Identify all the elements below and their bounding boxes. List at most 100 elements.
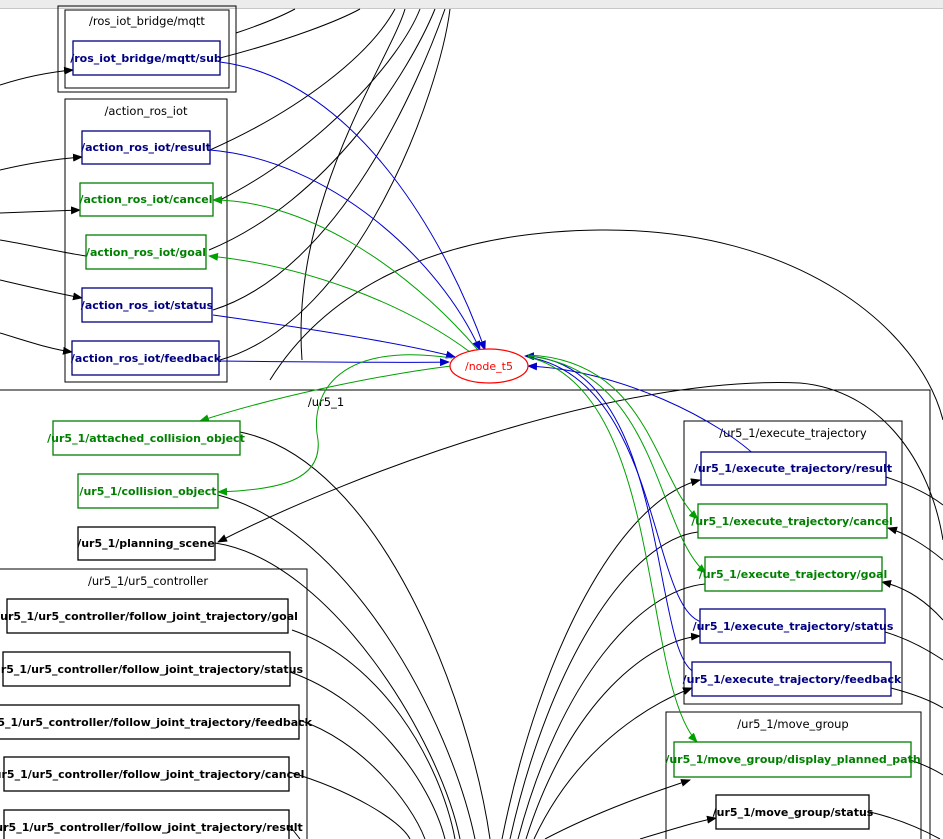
svg-text:/action_ros_iot/cancel: /action_ros_iot/cancel	[79, 193, 212, 206]
edge	[533, 687, 693, 839]
cluster-title: /action_ros_iot	[104, 104, 188, 118]
svg-text:/ur5_1/execute_trajectory/goal: /ur5_1/execute_trajectory/goal	[699, 568, 888, 581]
edge	[527, 354, 699, 520]
cluster-ur5-controller: /ur5_1/ur5_controller	[0, 568, 308, 839]
topic-controller-goal[interactable]: /ur5_1/ur5_controller/follow_joint_traje…	[0, 598, 298, 634]
cluster-move-group: /ur5_1/move_group	[665, 711, 922, 839]
svg-text:/ur5_1/attached_collision_obje: /ur5_1/attached_collision_object	[47, 432, 245, 445]
window-top-bar	[0, 0, 943, 9]
edge	[209, 149, 481, 351]
edge	[527, 356, 703, 623]
edge	[885, 476, 943, 506]
topic-execute-trajectory-cancel[interactable]: /ur5_1/execute_trajectory/cancel	[691, 503, 893, 539]
edge	[212, 8, 446, 311]
edge	[289, 671, 446, 839]
cluster-title: /ros_iot_bridge/mqtt	[89, 14, 205, 28]
topic-move-group-status[interactable]: /ur5_1/move_group/status	[713, 794, 874, 830]
topic-action-ros-iot-feedback[interactable]: /action_ros_iot/feedback	[71, 340, 222, 376]
topic-execute-trajectory-status[interactable]: /ur5_1/execute_trajectory/status	[693, 608, 894, 644]
edge	[219, 61, 486, 351]
topic-planning-scene[interactable]: /ur5_1/planning_scene	[77, 526, 216, 561]
edge	[208, 8, 436, 251]
topic-action-ros-iot-status[interactable]: /action_ros_iot/status	[81, 287, 214, 323]
edge	[0, 332, 73, 355]
edge	[517, 583, 706, 839]
cluster-action-ros-iot: /action_ros_iot	[64, 98, 228, 383]
edge	[881, 580, 943, 621]
edge	[288, 771, 411, 839]
edge	[212, 196, 479, 351]
topic-action-ros-iot-cancel[interactable]: /action_ros_iot/cancel	[79, 182, 214, 217]
edge	[887, 526, 943, 561]
edge	[544, 779, 691, 839]
edges-blue	[209, 61, 761, 673]
cluster-title: /ur5_1/move_group	[737, 717, 848, 731]
svg-text:/ur5_1/planning_scene: /ur5_1/planning_scene	[77, 537, 215, 550]
topic-controller-feedback[interactable]: /ur5_1/ur5_controller/follow_joint_traje…	[0, 704, 313, 740]
svg-text:/ur5_1/ur5_controller/follow_j: /ur5_1/ur5_controller/follow_joint_traje…	[0, 716, 313, 729]
edge	[884, 631, 943, 661]
edges-black	[0, 8, 943, 839]
svg-text:/ur5_1/ur5_controller/follow_j: /ur5_1/ur5_controller/follow_joint_traje…	[0, 768, 304, 781]
cluster-execute-trajectory: /ur5_1/execute_trajectory	[683, 420, 903, 705]
cluster-ros-iot-bridge-mqtt: /ros_iot_bridge/mqtt	[57, 5, 237, 93]
edge	[291, 629, 456, 839]
edge	[527, 355, 707, 574]
topic-controller-result[interactable]: /ur5_1/ur5_controller/follow_joint_traje…	[0, 809, 303, 839]
topic-execute-trajectory-result[interactable]: /ur5_1/execute_trajectory/result	[694, 451, 892, 486]
edge	[300, 8, 406, 361]
edge	[235, 8, 296, 34]
cluster-ur5-1: /ur5_1	[0, 389, 931, 839]
svg-text:/ur5_1/ur5_controller/follow_j: /ur5_1/ur5_controller/follow_joint_traje…	[0, 610, 298, 623]
edge	[298, 719, 426, 839]
edge	[199, 365, 452, 423]
edge	[0, 66, 74, 86]
edge	[524, 352, 695, 673]
edge	[0, 279, 83, 301]
edge	[527, 356, 698, 743]
topic-controller-status[interactable]: /ur5_1/ur5_controller/follow_joint_traje…	[0, 651, 303, 687]
topic-action-ros-iot-result[interactable]: /action_ros_iot/result	[81, 130, 211, 165]
edge	[501, 478, 701, 839]
svg-text:/ur5_1/move_group/display_plan: /ur5_1/move_group/display_planned_path	[665, 753, 920, 766]
edge	[869, 811, 941, 839]
topic-execute-trajectory-goal[interactable]: /ur5_1/execute_trajectory/goal	[699, 556, 888, 592]
cluster-title: /ur5_1/ur5_controller	[88, 574, 208, 588]
edge	[269, 229, 943, 421]
edge	[219, 358, 450, 367]
svg-text:/ur5_1/execute_trajectory/canc: /ur5_1/execute_trajectory/cancel	[691, 515, 893, 528]
topic-move-group-display-planned-path[interactable]: /ur5_1/move_group/display_planned_path	[665, 741, 921, 778]
topic-execute-trajectory-feedback[interactable]: /ur5_1/execute_trajectory/feedback	[683, 661, 902, 697]
edge	[239, 431, 491, 839]
svg-text:/action_ros_iot/status: /action_ros_iot/status	[81, 299, 214, 312]
svg-text:/ros_iot_bridge/mqtt/sub: /ros_iot_bridge/mqtt/sub	[70, 52, 222, 65]
topic-ros-iot-bridge-mqtt-sub[interactable]: /ros_iot_bridge/mqtt/sub	[70, 40, 222, 76]
cluster-title: /ur5_1/execute_trajectory	[719, 426, 867, 440]
topic-collision-object[interactable]: /ur5_1/collision_object	[77, 473, 219, 509]
svg-text:/action_ros_iot/result: /action_ros_iot/result	[81, 141, 211, 154]
svg-text:/action_ros_iot/goal: /action_ros_iot/goal	[86, 246, 206, 259]
edge	[288, 824, 301, 839]
edge	[214, 542, 461, 839]
svg-text:/ur5_1/ur5_controller/follow_j: /ur5_1/ur5_controller/follow_joint_traje…	[0, 821, 303, 834]
edge	[890, 687, 943, 709]
cluster-title: /ur5_1	[308, 395, 344, 409]
edge	[509, 531, 699, 839]
svg-text:/ur5_1/move_group/status: /ur5_1/move_group/status	[713, 806, 874, 819]
edge	[212, 314, 456, 359]
edge	[525, 632, 701, 839]
edge	[219, 8, 451, 361]
svg-text:/ur5_1/execute_trajectory/stat: /ur5_1/execute_trajectory/status	[693, 620, 894, 633]
topic-action-ros-iot-goal[interactable]: /action_ros_iot/goal	[85, 234, 207, 270]
node-t5[interactable]: /node_t5	[449, 348, 529, 384]
svg-text:/action_ros_iot/feedback: /action_ros_iot/feedback	[71, 352, 222, 365]
topic-controller-cancel[interactable]: /ur5_1/ur5_controller/follow_joint_traje…	[0, 756, 304, 792]
edge	[639, 815, 717, 839]
edges-green	[199, 196, 707, 743]
topic-attached-collision-object[interactable]: /ur5_1/attached_collision_object	[47, 420, 245, 456]
edge	[0, 153, 83, 171]
edge	[217, 354, 453, 496]
svg-text:/ur5_1/ur5_controller/follow_j: /ur5_1/ur5_controller/follow_joint_traje…	[0, 663, 303, 676]
svg-text:/ur5_1/execute_trajectory/resu: /ur5_1/execute_trajectory/result	[694, 462, 892, 475]
